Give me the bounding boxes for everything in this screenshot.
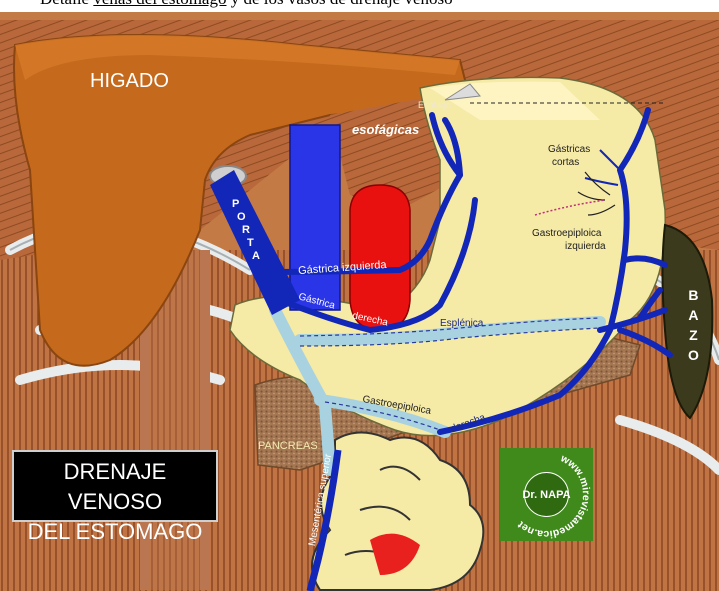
label-esofagicas: esofágicas — [352, 122, 419, 137]
bazo-letter: O — [688, 345, 699, 365]
title-box: DRENAJE VENOSO DEL ESTOMAGO — [12, 450, 218, 522]
label-gastricas-cortas-1: Gástricas — [548, 144, 590, 155]
bazo-letter: Z — [688, 325, 699, 345]
caption-prefix: Detalle — [40, 0, 93, 8]
top-caption: Detalle venas del estómago y de los vaso… — [40, 0, 453, 9]
label-esplenica: Esplénica — [440, 318, 483, 329]
caption-suffix: y de los vasos de drenaje venoso — [226, 0, 452, 8]
label-bazo: B A Z O — [688, 285, 699, 365]
aorta — [350, 185, 410, 330]
svg-text:Dr. NAPA: Dr. NAPA — [522, 489, 570, 501]
vena-cava — [290, 125, 340, 310]
porta-letter: A — [252, 250, 260, 262]
caption-link[interactable]: venas del estómago — [93, 0, 226, 8]
title-line-2: DEL ESTOMAGO — [14, 517, 216, 547]
bazo-letter: A — [688, 305, 699, 325]
porta-letter: P — [232, 198, 239, 210]
site-logo: www.mirevistamedica.net Dr. NAPA — [500, 448, 593, 541]
porta-letter: R — [242, 224, 250, 236]
porta-letter: T — [247, 237, 254, 249]
label-higado: HIGADO — [90, 70, 169, 93]
label-gastricas-cortas-2: cortas — [552, 157, 579, 168]
porta-letter: O — [237, 211, 246, 223]
label-gastroepiploica-izq-2: izquierda — [565, 241, 606, 252]
label-gastroepiploica-izq-1: Gastroepiploica — [532, 228, 601, 239]
bazo-letter: B — [688, 285, 699, 305]
label-esofago: Esófago — [418, 100, 451, 110]
label-pancreas: PANCREAS — [258, 440, 318, 452]
title-line-1: DRENAJE VENOSO — [14, 457, 216, 517]
